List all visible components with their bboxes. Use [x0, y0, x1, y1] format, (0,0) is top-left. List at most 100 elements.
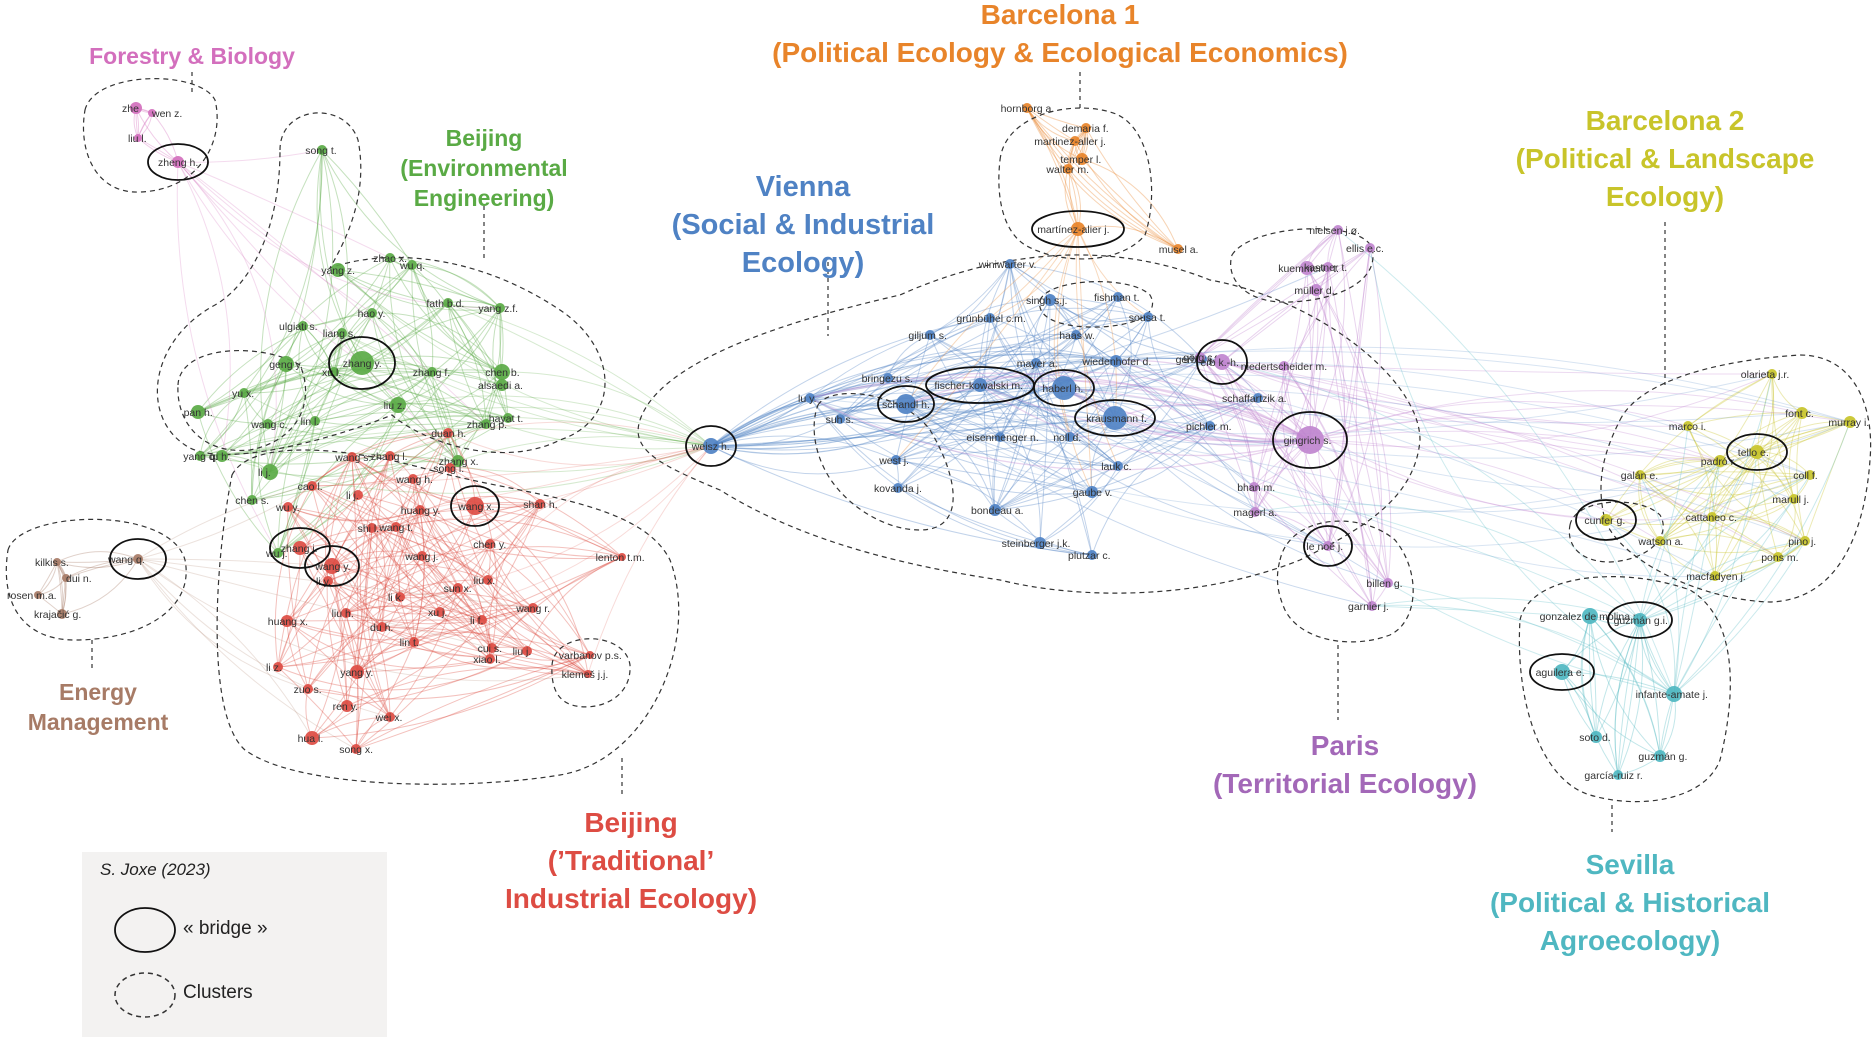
node [195, 451, 205, 461]
node-label: kilkis s. [35, 557, 69, 569]
node-label: sousa t. [1129, 312, 1166, 324]
edge [311, 485, 623, 560]
edge [341, 332, 712, 450]
node-label: lauk c. [1101, 461, 1131, 473]
edge [905, 296, 1119, 405]
node-label: yang z. [321, 265, 355, 277]
node-label: hao y. [358, 308, 386, 320]
node [1613, 770, 1623, 780]
node-label: eisenmenger n. [966, 432, 1038, 444]
node-label: shi l. [358, 523, 380, 535]
edge [65, 558, 139, 579]
node [172, 156, 184, 168]
edge [337, 269, 503, 373]
edge [1788, 412, 1803, 500]
edge [1049, 299, 1149, 322]
node [293, 541, 307, 555]
edge [1009, 263, 1203, 360]
node-label: bondeau a. [971, 505, 1024, 517]
edge [1253, 486, 1329, 547]
node-label: yang y. [340, 667, 373, 679]
edge [395, 518, 623, 558]
node [1143, 312, 1153, 322]
edge [809, 317, 991, 399]
edge [887, 376, 1119, 467]
node [452, 455, 464, 467]
node-label: wen z. [151, 108, 182, 120]
edge [809, 397, 1001, 441]
edge [1756, 373, 1773, 453]
cluster-label-paris: Paris [1311, 730, 1380, 761]
node-label: xu j. [428, 607, 447, 619]
edge [1221, 361, 1713, 518]
node-label: wang q. [107, 554, 145, 566]
edge [331, 478, 414, 567]
node-label: nielsen j.ø. [1309, 225, 1360, 237]
edge [251, 423, 487, 501]
edge [287, 506, 391, 718]
edge [999, 417, 1116, 442]
edge [1115, 360, 1716, 578]
edge [1309, 416, 1721, 462]
node-label: li j. [346, 490, 359, 502]
edge [361, 355, 503, 373]
edge [839, 353, 1117, 420]
edge [979, 362, 1811, 476]
node-label: ellis e.c. [1346, 243, 1384, 255]
node [395, 592, 405, 602]
edge [895, 426, 1071, 461]
edge [1605, 460, 1721, 521]
node-label: pan h. [184, 407, 213, 419]
edge [1337, 229, 1389, 584]
edge [311, 612, 347, 739]
edge [979, 263, 1011, 386]
edge [413, 509, 425, 643]
edge [331, 565, 348, 707]
node [1063, 164, 1073, 174]
edge [197, 362, 503, 413]
edge [345, 605, 483, 621]
node [281, 615, 293, 627]
node-label: rosen m.a. [7, 590, 57, 602]
edge [299, 494, 359, 549]
node [883, 373, 893, 383]
edge [1639, 460, 1721, 476]
edge [341, 332, 712, 447]
edge [1069, 316, 1149, 438]
edge [346, 666, 589, 707]
edge [355, 641, 415, 750]
edge [299, 526, 397, 549]
edge [905, 387, 1065, 405]
bridge-ellipse [1033, 369, 1095, 407]
node-label: ren y. [333, 701, 358, 713]
edge [316, 149, 399, 406]
edge [710, 360, 1117, 447]
node-label: tello e. [1738, 447, 1769, 459]
edge [587, 445, 712, 675]
edge [1068, 140, 1079, 230]
edge [488, 503, 541, 660]
edge [357, 494, 591, 656]
edge [277, 666, 357, 750]
edge [1687, 425, 1806, 542]
edge [449, 467, 541, 505]
edge [1673, 460, 1721, 695]
node [1214, 354, 1230, 370]
hull-barcelona1 [998, 107, 1153, 260]
edge [371, 312, 459, 462]
node [1005, 259, 1015, 269]
node [1554, 664, 1570, 680]
node [1300, 261, 1314, 275]
edge [1756, 421, 1851, 453]
edge [287, 506, 421, 521]
node-label: grünbühel c.m. [956, 313, 1025, 325]
edge [251, 420, 316, 501]
node [1113, 292, 1123, 302]
node [1173, 244, 1183, 254]
node-label: wang y. [314, 561, 350, 573]
edge [1804, 421, 1851, 542]
node-label: shan h. [523, 499, 557, 511]
edge [979, 263, 1011, 386]
edge [487, 445, 712, 581]
edge [905, 403, 1373, 607]
